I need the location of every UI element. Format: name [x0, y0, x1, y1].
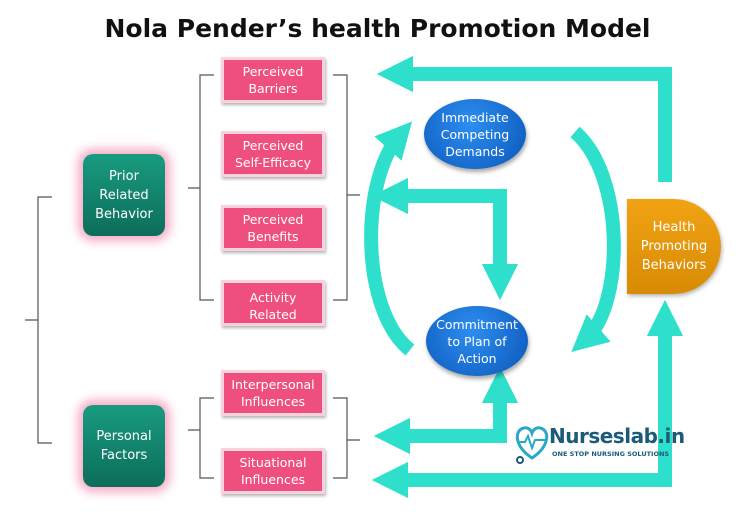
logo-name: Nurseslab.in [549, 424, 685, 448]
arrow-curve-left [364, 121, 415, 356]
activity-related-affect-label: Activity Related Affect [249, 290, 297, 322]
commitment-to-plan-ellipse: Commitment to Plan of Action [426, 306, 528, 376]
arrow-mid-to-commitment [371, 177, 519, 301]
personal-factors-label: Personal Factors [96, 429, 152, 463]
bracket-influence-left [188, 397, 214, 479]
arrow-influence-to-commitment [373, 366, 519, 455]
situational-influences-box: Situational Influences [221, 448, 325, 494]
bracket-main [25, 196, 52, 444]
heart-stethoscope-icon [515, 426, 549, 464]
perceived-benefits-box: Perceived Benefits [221, 205, 325, 251]
immediate-competing-demands-ellipse: Immediate Competing Demands [424, 99, 526, 169]
perceived-benefits-label: Perceived Benefits [242, 212, 304, 244]
commitment-to-plan-label: Commitment to Plan of Action [436, 316, 518, 366]
perceived-self-efficacy-label: Perceived Self-Efficacy [234, 138, 312, 170]
personal-factors-box: Personal Factors [83, 405, 165, 487]
interpersonal-influences-label: Interpersonal Influences [231, 377, 315, 409]
perceived-barriers-box: Perceived Barriers [221, 57, 325, 103]
activity-related-affect-box: Activity Related Affect [221, 280, 325, 326]
interpersonal-influences-box: Interpersonal Influences [221, 370, 325, 416]
prior-related-behavior-label: Prior Related Behavior [95, 168, 153, 222]
health-promoting-behaviors-label: Health Promoting Behaviors [640, 220, 708, 273]
bracket-influence-right [333, 397, 360, 479]
bracket-behavior-left [188, 74, 214, 301]
nurseslab-logo: Nurseslab.in ONE STOP NURSING SOLUTIONS [512, 420, 685, 466]
perceived-self-efficacy-box: Perceived Self-Efficacy [221, 131, 325, 177]
situational-influences-label: Situational Influences [239, 455, 307, 487]
prior-related-behavior-box: Prior Related Behavior [83, 154, 165, 236]
diagram-title: Nola Pender’s health Promotion Model [104, 14, 651, 43]
arrow-bottom-to-health [371, 299, 684, 499]
bracket-behavior-right [333, 74, 360, 301]
logo-tagline: ONE STOP NURSING SOLUTIONS [552, 450, 670, 458]
perceived-barriers-label: Perceived Barriers [242, 64, 304, 96]
health-promoting-behaviors-box: Health Promoting Behaviors [627, 199, 721, 294]
arrow-top-feedback [376, 55, 672, 182]
arrow-curve-right [570, 126, 621, 353]
immediate-competing-demands-label: Immediate Competing Demands [440, 109, 510, 159]
